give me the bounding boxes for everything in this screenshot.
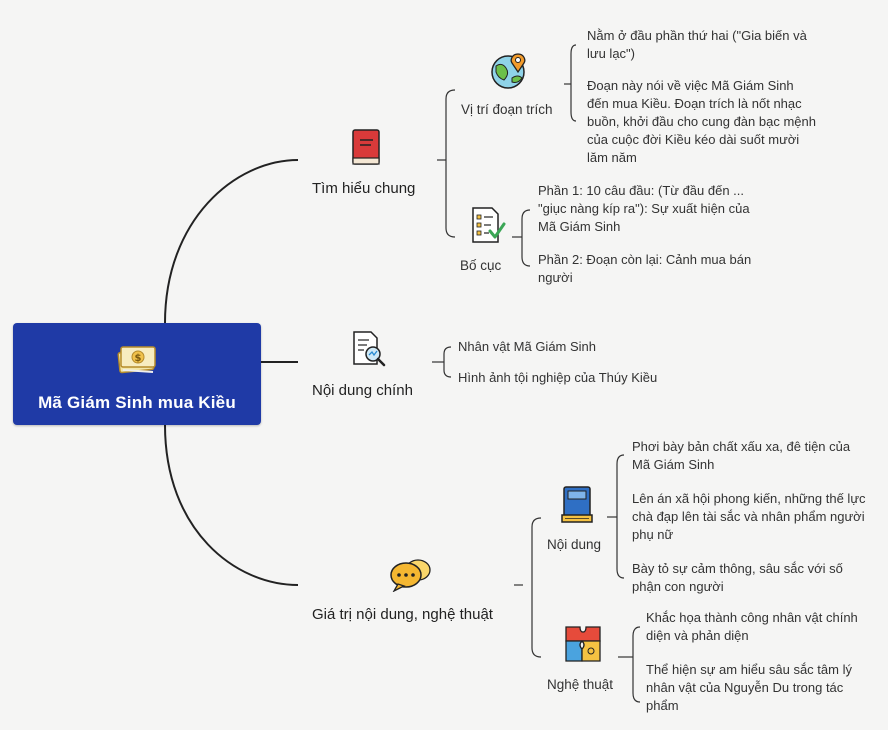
branch-noi-dung-chinh[interactable]: Nội dung chính — [312, 382, 413, 399]
root-node[interactable]: $ Mã Giám Sinh mua Kiều — [13, 323, 261, 425]
sub-bo-cuc[interactable]: Bố cục — [460, 258, 502, 273]
leaf-bo-cuc-2: Phần 2: Đoạn còn lại: Cảnh mua bán người — [538, 252, 752, 285]
leaf-noi-dung-2: Lên án xã hội phong kiến, những thế lực … — [632, 491, 866, 542]
document-search-icon — [351, 330, 387, 373]
leaf-nghe-thuat-2: Thể hiện sự am hiểu sâu sắc tâm lý nhân … — [646, 662, 852, 713]
puzzle-icon — [564, 625, 602, 668]
leaf-bo-cuc-1: Phần 1: 10 câu đầu: (Từ đầu đến ... "giụ… — [538, 183, 750, 234]
book-icon — [351, 128, 381, 171]
leaf-vi-tri-2: Đoạn này nói về việc Mã Giám Sinh đến mu… — [587, 78, 816, 165]
leaf-noi-dung-1: Phơi bày bản chất xấu xa, đê tiện của Mã… — [632, 439, 851, 472]
svg-text:$: $ — [135, 353, 142, 364]
leaf-noi-dung-chinh-1: Nhân vật Mã Giám Sinh — [458, 339, 597, 354]
leaf-vi-tri-1: Nằm ở đầu phần thứ hai ("Gia biến và lưu… — [587, 28, 807, 61]
leaf-noi-dung-chinh-2: Hình ảnh tội nghiệp của Thúy Kiều — [458, 370, 658, 385]
sub-noi-dung[interactable]: Nội dung — [547, 537, 602, 552]
sub-vi-tri-doan-trich[interactable]: Vị trí đoạn trích — [461, 102, 553, 117]
sub-nghe-thuat[interactable]: Nghệ thuật — [547, 677, 614, 692]
branch-gia-tri[interactable]: Giá trị nội dung, nghệ thuật — [312, 606, 493, 623]
blue-book-icon — [559, 485, 595, 530]
chat-bubbles-icon — [388, 556, 434, 597]
checklist-icon — [470, 206, 506, 249]
leaf-noi-dung-3: Bày tỏ sự cảm thông, sâu sắc với số phận… — [632, 561, 843, 594]
map-pin-globe-icon — [490, 52, 528, 95]
root-title: Mã Giám Sinh mua Kiều — [38, 393, 236, 412]
money-icon: $ — [117, 339, 157, 384]
branch-tim-hieu-chung[interactable]: Tìm hiểu chung — [312, 180, 416, 197]
leaf-nghe-thuat-1: Khắc họa thành công nhân vật chính diện … — [646, 610, 858, 643]
